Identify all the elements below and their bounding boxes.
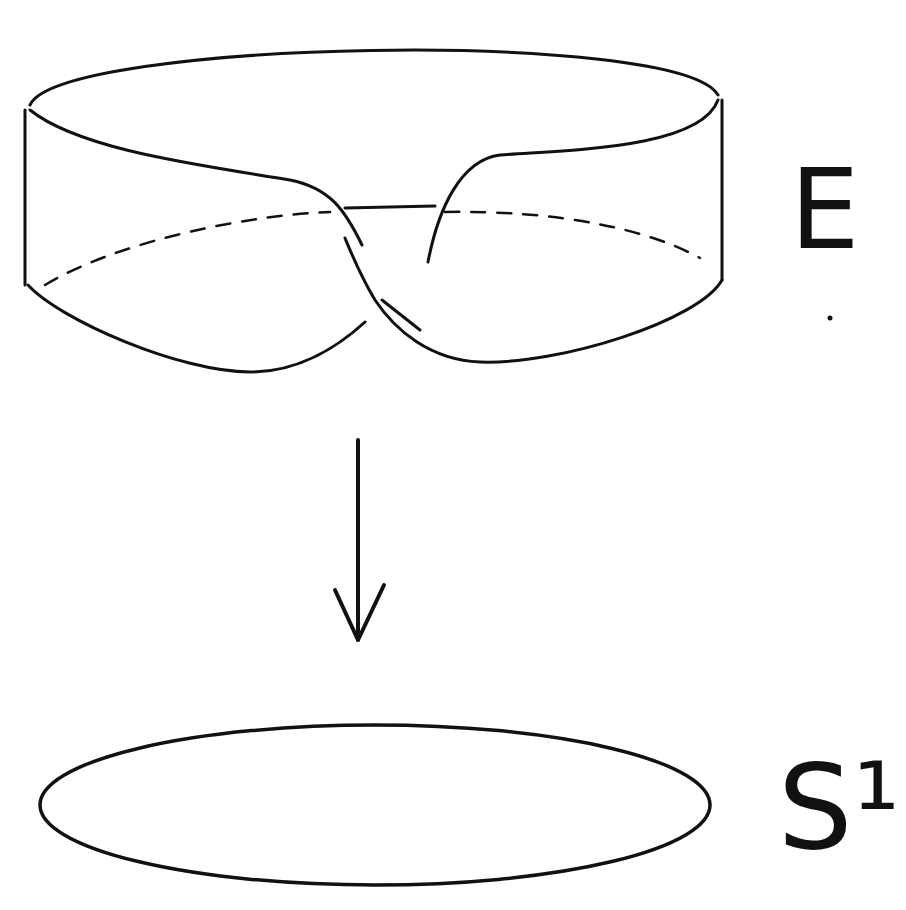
space-label: E [790,155,860,265]
projection-arrow [335,440,384,640]
stray-dot [828,316,833,321]
mobius-band [25,50,722,372]
circle-base [40,725,710,885]
space-label: S¹ [778,748,900,866]
total-space-band: E [20,20,886,440]
base-circle: S¹ [20,640,886,900]
